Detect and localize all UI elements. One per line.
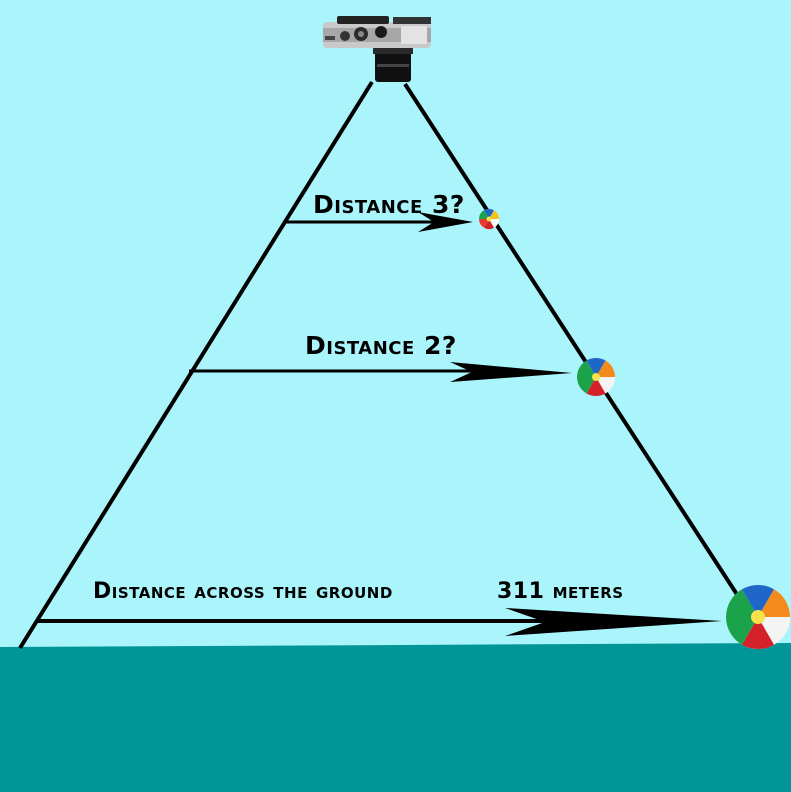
camera-icon [323, 16, 431, 82]
ground-distance-value: 311 meters [497, 579, 624, 604]
ground-distance-label: Distance across the ground [93, 579, 393, 604]
ground [0, 643, 791, 792]
distance-3-arrow [286, 212, 473, 232]
beach-ball-icon-large [726, 585, 790, 649]
distance-2-label: Distance 2? [305, 331, 457, 360]
beach-ball-icon-small [478, 208, 500, 230]
beach-ball-icon-medium [576, 357, 616, 397]
distance-3-label: Distance 3? [313, 190, 465, 219]
left-sight-line [18, 80, 374, 650]
right-sight-line [403, 82, 740, 598]
distance-2-arrow [189, 362, 572, 382]
ground-distance-arrow [38, 608, 722, 636]
